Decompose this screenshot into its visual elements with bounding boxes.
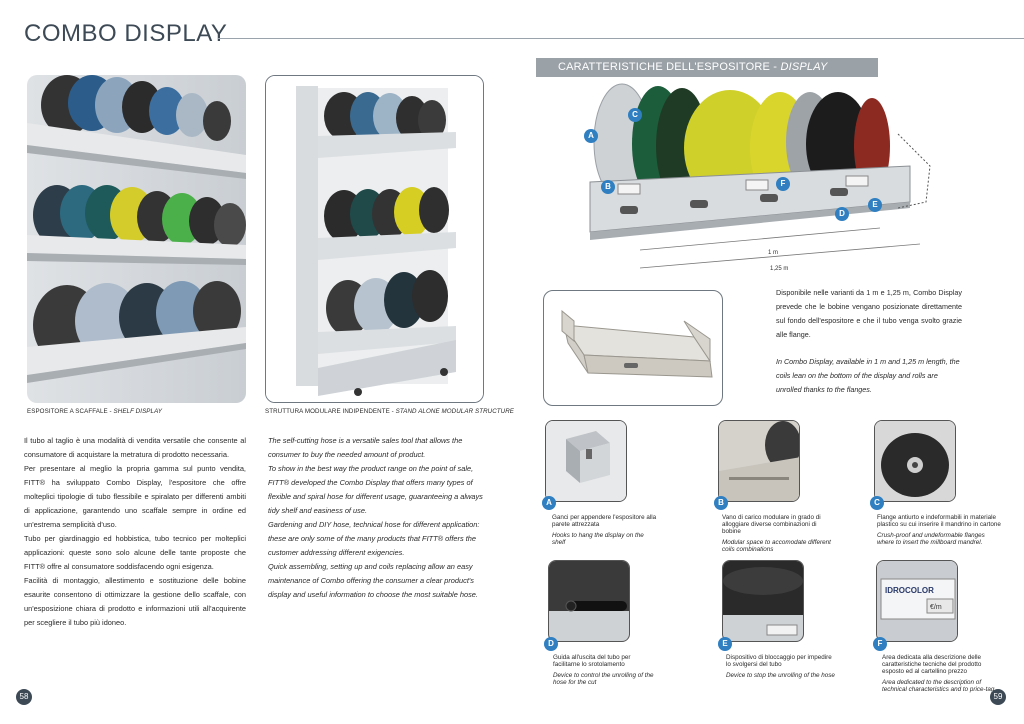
dimension-1m: 1 m [768,250,778,256]
body-text-italian: Il tubo al taglio è una modalità di vend… [24,434,246,630]
detail-text-d: Guida all'uscita del tubo per facilitarn… [553,654,654,686]
dimension-125m: 1,25 m [770,266,788,272]
detail-text-e: Dispositivo di bloccaggio per impedire l… [726,654,835,679]
detail-text-b: Vano di carico modulare in grado di allo… [722,514,831,553]
diagram-marker-c: C [628,108,642,122]
combo-display-diagram: 1 m 1,25 m [580,82,940,274]
body-it-paragraph: Il tubo al taglio è una modalità di vend… [24,436,246,459]
stand-display-photo [265,75,484,403]
display-description-italian: Disponibile nelle varianti da 1 m e 1,25… [776,288,962,339]
features-banner: CARATTERISTICHE DELL'ESPOSITORE - DISPLA… [536,58,878,92]
detail-text-c: Flange antiurto e indeformabili in mater… [877,514,1001,546]
detail-photo-c [874,420,956,502]
diagram-marker-d: D [835,207,849,221]
detail-marker-e: E [718,637,732,651]
diagram-marker-f: F [776,177,790,191]
diagram-marker-b: B [601,180,615,194]
page-number-left: 58 [16,689,32,705]
display-description-english: In Combo Display, available in 1 m and 1… [776,357,960,394]
detail-photo-d [548,560,630,642]
detail-marker-c: C [870,496,884,510]
body-en-paragraph: To show in the best way the product rang… [268,464,483,515]
body-it-paragraph: Per presentare al meglio la propria gamm… [24,464,246,529]
detail-photo-e [722,560,804,642]
detail-marker-a: A [542,496,556,510]
shelf-display-photo [27,75,246,403]
stand-display-caption: STRUTTURA MODULARE INDIPENDENTE - STAND … [265,408,515,415]
diagram-marker-e: E [868,198,882,212]
detail-marker-d: D [544,637,558,651]
detail-text-f: Area dedicata alla descrizione delle car… [882,654,995,693]
empty-tray-photo [543,290,723,406]
detail-photo-a [545,420,627,502]
detail-marker-f: F [873,637,887,651]
body-en-paragraph: The self-cutting hose is a versatile sal… [268,436,463,459]
page-number-right: 59 [990,689,1006,705]
body-en-paragraph: Gardening and DIY hose, technical hose f… [268,520,480,557]
page-title: COMBO DISPLAY [24,20,228,47]
price-label: €/m [930,604,942,611]
body-text-english: The self-cutting hose is a versatile sal… [268,434,488,602]
idrocolor-label: IDROCOLOR [885,586,934,595]
body-it-paragraph: Facilità di montaggio, allestimento e so… [24,576,246,627]
body-en-paragraph: Quick assembling, setting up and coils r… [268,562,478,599]
detail-photo-f: IDROCOLOR €/m [876,560,958,642]
diagram-marker-a: A [584,129,598,143]
detail-marker-b: B [714,496,728,510]
shelf-display-caption: ESPOSITORE A SCAFFALE - SHELF DISPLAY [27,408,163,415]
detail-photo-b [718,420,800,502]
detail-text-a: Ganci per appendere l'espositore alla pa… [552,514,657,546]
title-rule [218,38,1024,39]
body-it-paragraph: Tubo per giardinaggio ed hobbistica, tub… [24,534,246,571]
